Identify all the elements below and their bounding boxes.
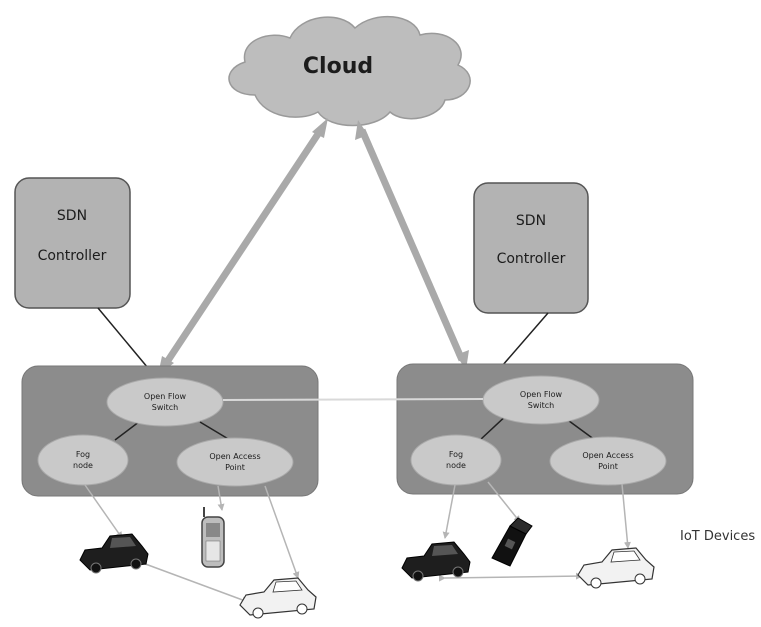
switch-to-switch-link (222, 398, 484, 401)
right-switch-line1: Open Flow (520, 390, 563, 399)
left-openflow-switch (106, 377, 224, 427)
left-cloud-arrow (162, 126, 325, 367)
right-ap-line2: Point (598, 462, 618, 471)
left-switch-line1: Open Flow (144, 392, 187, 401)
right-cloud-arrow (358, 128, 466, 362)
right-sdn-controller: SDN Controller (473, 182, 589, 314)
right-controller-link (501, 312, 549, 367)
mobile-phone-icon (201, 507, 225, 568)
left-car-car-link (133, 556, 249, 604)
left-fog-car-link (84, 484, 123, 539)
left-access-point (176, 437, 294, 487)
cloud-links (158, 118, 469, 375)
right-ap-line1: Open Access (582, 451, 633, 460)
left-cloud-arrowhead-top (312, 118, 328, 138)
left-ap-phone-link (217, 485, 225, 511)
right-controller-line2: Controller (497, 251, 566, 267)
left-ap-line2: Point (225, 463, 245, 472)
iot-devices-label: IoT Devices (680, 529, 755, 544)
right-switch-line2: Switch (528, 401, 554, 410)
left-fog-line1: Fog (76, 450, 90, 459)
left-ap-line1: Open Access (209, 452, 260, 461)
right-fog-car-link (442, 484, 456, 539)
cloud-shape (228, 15, 471, 127)
right-domain: Open Flow Switch Fog node Open Access Po… (396, 363, 694, 495)
right-switch-ap-link (564, 417, 596, 441)
left-controller-line2: Controller (38, 248, 107, 264)
right-car-car-link (438, 572, 583, 582)
left-controller-link (97, 307, 149, 369)
right-device-links (438, 481, 631, 582)
right-openflow-switch (482, 375, 600, 425)
cloud: Cloud (228, 15, 471, 127)
left-sdn-controller: SDN Controller (14, 177, 131, 309)
right-fog-node (410, 434, 502, 486)
right-access-point (549, 436, 667, 486)
left-fog-node (37, 434, 129, 486)
left-switch-ap-link (199, 421, 231, 441)
cloud-label: Cloud (303, 54, 373, 79)
left-ap-car-link (264, 485, 300, 579)
car-icon (577, 547, 655, 589)
flip-phone-icon (491, 517, 533, 567)
car-icon (401, 541, 471, 582)
left-domain: Open Flow Switch Fog node Open Access Po… (21, 365, 319, 497)
left-fog-line2: node (73, 461, 93, 470)
right-fog-line2: node (446, 461, 466, 470)
right-fog-line1: Fog (449, 450, 463, 459)
right-ap-car-link (621, 483, 631, 549)
left-controller-line1: SDN (57, 208, 87, 224)
car-icon (79, 533, 149, 574)
right-controller-line1: SDN (516, 213, 546, 229)
left-device-links (84, 484, 300, 604)
right-fog-phone-link (487, 481, 521, 523)
left-switch-line2: Switch (152, 403, 178, 412)
right-cloud-arrowhead-top (355, 120, 368, 140)
car-icon (239, 577, 317, 619)
